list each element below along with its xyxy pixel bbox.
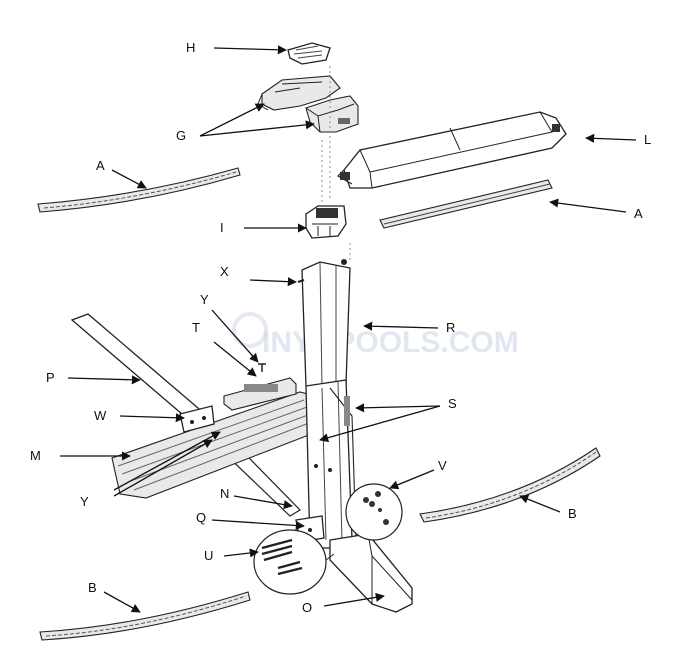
part-v-hardware-detail bbox=[345, 483, 403, 541]
label-y-bottom: Y bbox=[80, 494, 89, 509]
label-s: S bbox=[448, 396, 457, 411]
part-m-bottom-plate bbox=[111, 391, 333, 499]
part-o-base-foot bbox=[329, 533, 413, 613]
label-q: Q bbox=[196, 510, 206, 525]
part-labels: H G L A A I X Y T R P S W M V Y N B Q U … bbox=[30, 40, 651, 615]
label-p: P bbox=[46, 370, 55, 385]
part-u-shims-detail bbox=[253, 529, 335, 595]
part-g-top-cap-assembly bbox=[257, 75, 359, 133]
part-b-bottom-track-right bbox=[419, 447, 601, 523]
label-b-left: B bbox=[88, 580, 97, 595]
label-v: V bbox=[438, 458, 447, 473]
part-s-upright-base bbox=[305, 379, 357, 549]
label-t: T bbox=[192, 320, 200, 335]
part-l-top-rail-cover bbox=[337, 111, 567, 189]
label-a-right: A bbox=[634, 206, 643, 221]
label-a-left: A bbox=[96, 158, 105, 173]
label-l: L bbox=[644, 132, 651, 147]
watermark-text: INYOPOOLS.COM bbox=[262, 326, 519, 359]
part-y-screw-top bbox=[258, 363, 266, 372]
label-i: I bbox=[220, 220, 224, 235]
part-t-plate-connector bbox=[223, 377, 297, 411]
part-b-bottom-track-left bbox=[39, 591, 251, 641]
label-m: M bbox=[30, 448, 41, 463]
label-o: O bbox=[302, 600, 312, 615]
watermark: INYOPOOLS.COM bbox=[232, 312, 519, 359]
leader-lines bbox=[60, 45, 637, 613]
label-g: G bbox=[176, 128, 186, 143]
part-i-stabilizer-connector bbox=[305, 205, 347, 239]
label-x: X bbox=[220, 264, 229, 279]
part-a-top-rail-right bbox=[379, 179, 553, 229]
label-w: W bbox=[94, 408, 107, 423]
label-y-top: Y bbox=[200, 292, 209, 307]
part-a-curved-rail-left bbox=[37, 167, 241, 213]
label-r: R bbox=[446, 320, 455, 335]
label-h: H bbox=[186, 40, 195, 55]
part-x-screw bbox=[297, 279, 305, 283]
part-w-bracket bbox=[179, 405, 215, 433]
part-h-top-cap bbox=[287, 42, 331, 65]
label-n: N bbox=[220, 486, 229, 501]
label-b-right: B bbox=[568, 506, 577, 521]
label-u: U bbox=[204, 548, 213, 563]
part-r-upright bbox=[301, 240, 351, 393]
